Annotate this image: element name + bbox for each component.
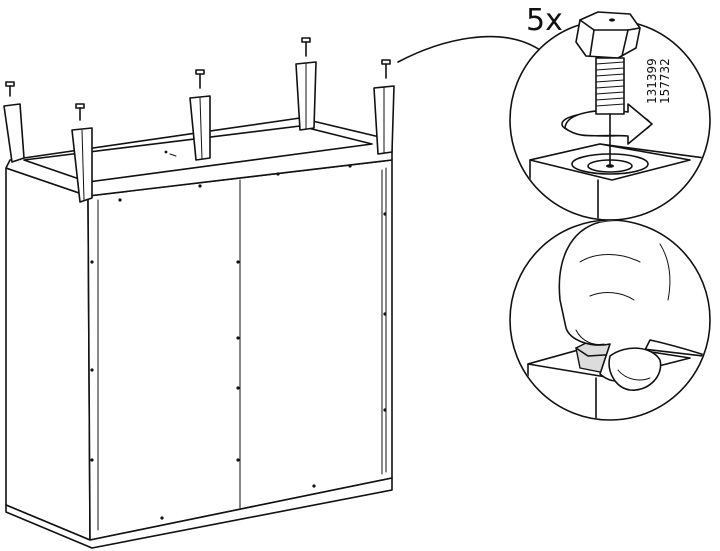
cabinet-legs bbox=[3, 61, 395, 203]
quantity-label: 5x bbox=[526, 3, 563, 38]
callout-connector bbox=[397, 35, 541, 63]
detail-circle-bottom bbox=[509, 219, 711, 421]
small-feet bbox=[5, 37, 391, 121]
part-number-2: 157732 bbox=[658, 58, 672, 104]
cabinet-icon bbox=[3, 37, 395, 549]
cabinet-base-edge bbox=[5, 477, 393, 549]
detail-circle-top bbox=[509, 11, 711, 221]
rotation-arrow-icon bbox=[564, 103, 653, 145]
hand-icon bbox=[558, 221, 709, 391]
part-number-1: 131399 bbox=[645, 58, 659, 104]
adjustable-foot-icon bbox=[575, 11, 641, 167]
cabinet-side-panel bbox=[5, 167, 91, 541]
